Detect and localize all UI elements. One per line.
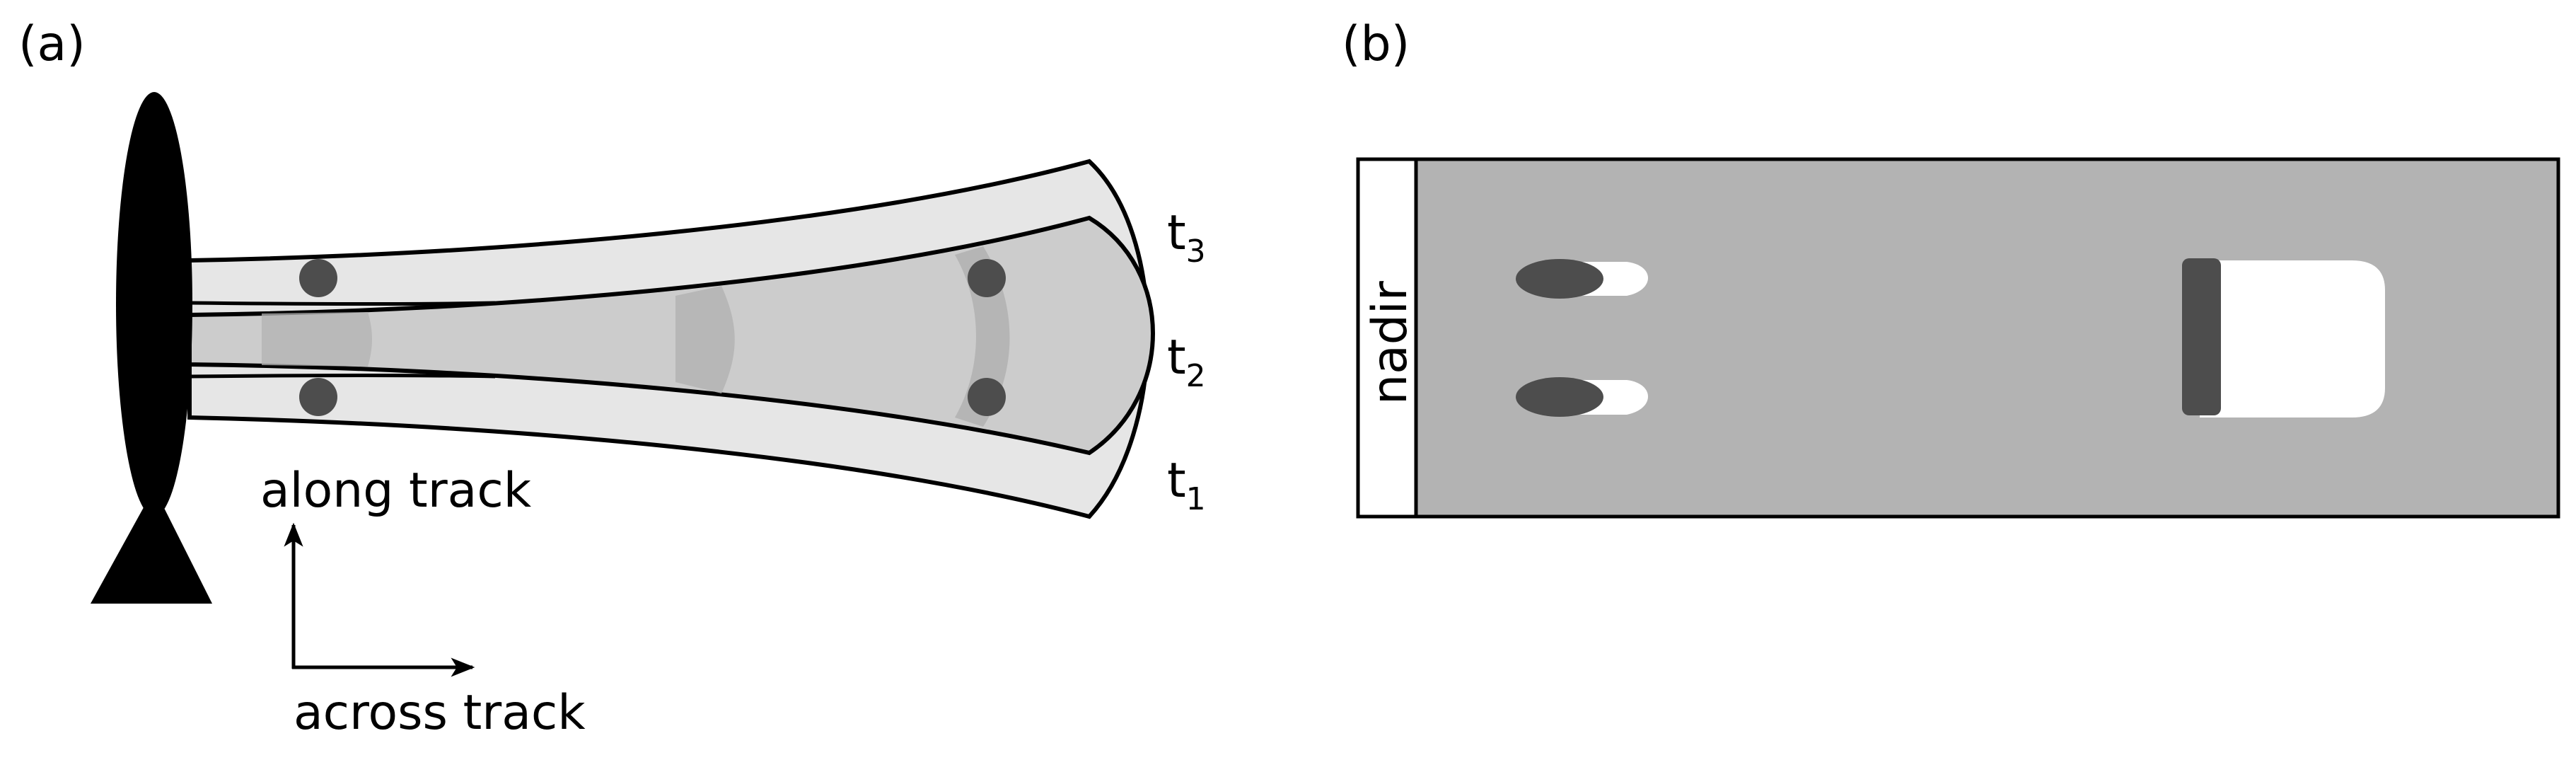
inner-band-2 — [675, 286, 735, 393]
platform-icon — [91, 92, 212, 604]
target-point — [968, 259, 1006, 297]
extended-target-response — [2182, 258, 2385, 418]
panel-a-label: (a) — [18, 16, 86, 72]
target-point — [299, 259, 337, 297]
channel-line-bottom — [189, 374, 496, 379]
nadir-strip — [1356, 157, 1418, 519]
target-response-top — [1516, 259, 1648, 299]
target-point — [968, 378, 1006, 416]
along-track-label: along track — [260, 463, 532, 519]
target-response-bottom — [1516, 377, 1648, 417]
inner-band-1 — [262, 312, 372, 367]
swath-t2 — [187, 215, 1155, 456]
nadir-label: nadir — [1362, 281, 1418, 405]
t1-label: t1 — [1167, 453, 1206, 517]
across-track-label: across track — [294, 685, 586, 741]
t3-label: t3 — [1167, 205, 1206, 270]
target-point — [299, 378, 337, 416]
t2-label: t2 — [1167, 330, 1206, 394]
panel-b-label: (b) — [1342, 16, 1410, 72]
panel-a: (a) t3 t2 t1 along track across track — [18, 16, 1206, 741]
channel-line-top — [189, 301, 496, 306]
panel-b: (b) nadir — [1342, 16, 2560, 519]
